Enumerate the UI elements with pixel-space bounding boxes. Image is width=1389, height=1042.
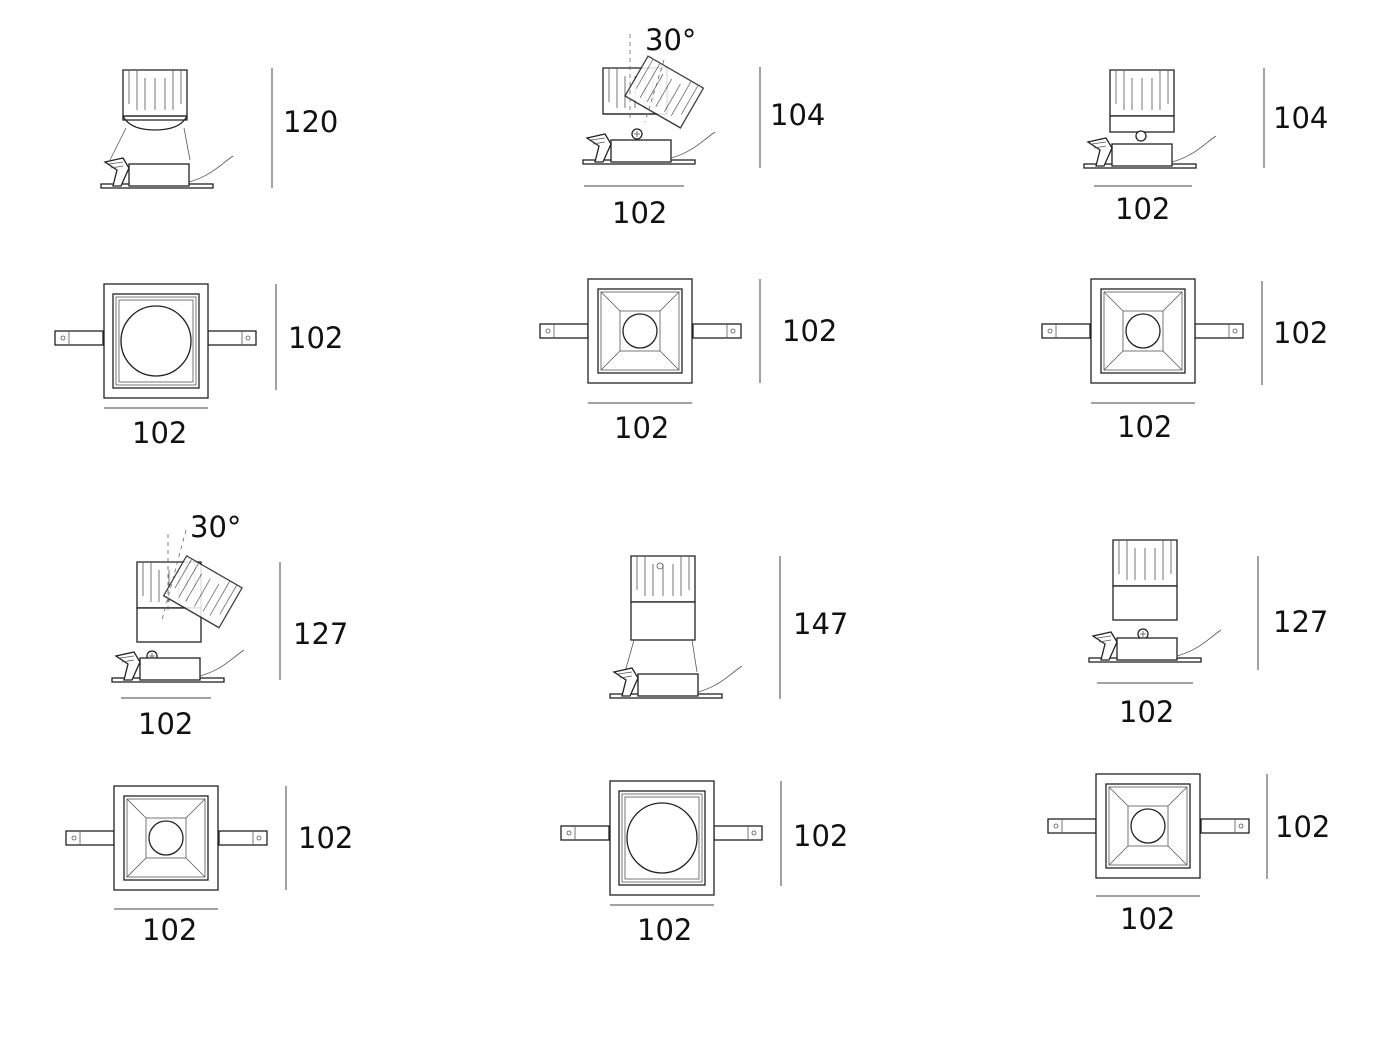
plan-width-6: 102 — [1120, 902, 1175, 936]
plan-height-6: 102 — [1275, 810, 1330, 844]
side-view-3: 104 102 — [1083, 68, 1328, 226]
plan-view-1: 102 102 — [54, 283, 343, 450]
plan-width-1: 102 — [132, 416, 187, 450]
side-view-2: 30° 104 102 — [582, 23, 825, 230]
side-view-4: 30° 127 102 — [111, 510, 348, 741]
plan-view-5: 102 102 — [560, 780, 848, 947]
side-height-3: 104 — [1273, 101, 1328, 135]
side-width-4: 102 — [138, 707, 193, 741]
plan-width-3: 102 — [1117, 410, 1172, 444]
side-height-6: 127 — [1273, 605, 1328, 639]
side-height-4: 127 — [293, 617, 348, 651]
plan-height-4: 102 — [298, 821, 353, 855]
side-view-6: 127 102 — [1088, 539, 1328, 729]
plan-height-3: 102 — [1273, 316, 1328, 350]
side-height-5: 147 — [793, 607, 848, 641]
plan-height-2: 102 — [782, 314, 837, 348]
plan-width-4: 102 — [142, 913, 197, 947]
tilt-angle-4: 30° — [190, 510, 241, 544]
plan-width-5: 102 — [637, 913, 692, 947]
side-height-1: 120 — [283, 105, 338, 139]
plan-height-5: 102 — [793, 819, 848, 853]
tilt-angle-2: 30° — [645, 23, 696, 57]
side-height-2: 104 — [770, 98, 825, 132]
plan-view-6: 102 102 — [1047, 773, 1330, 936]
plan-width-2: 102 — [614, 411, 669, 445]
plan-view-3: 102 102 — [1041, 278, 1328, 444]
plan-view-4: 102 102 — [65, 785, 353, 947]
side-view-1: 120 — [100, 68, 338, 189]
side-width-2: 102 — [612, 196, 667, 230]
side-view-5: 147 — [609, 555, 848, 699]
plan-view-2: 102 102 — [539, 278, 837, 445]
side-width-6: 102 — [1119, 695, 1174, 729]
side-width-3: 102 — [1115, 192, 1170, 226]
plan-height-1: 102 — [288, 321, 343, 355]
